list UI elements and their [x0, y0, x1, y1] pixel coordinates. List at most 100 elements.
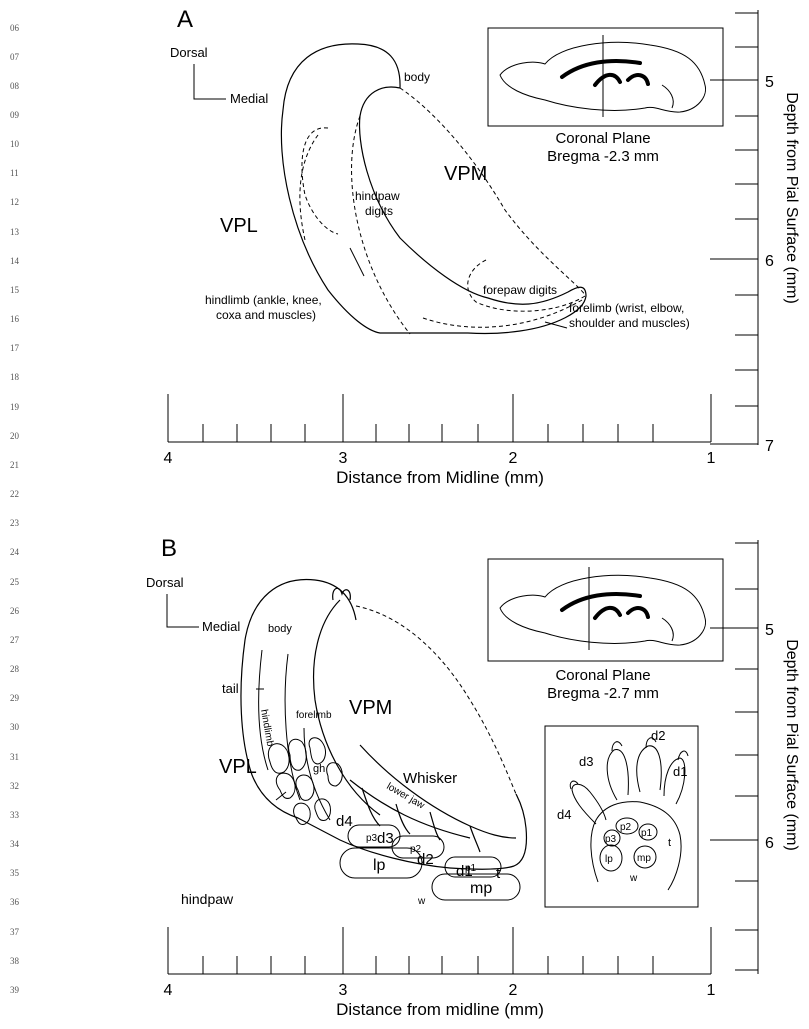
line-number: 37 — [10, 927, 20, 937]
paw-p3-label: p3 — [605, 834, 617, 845]
line-number: 27 — [10, 635, 20, 645]
hindpaw-digits-label-2: digits — [365, 204, 393, 218]
y-tick-a-5: 5 — [765, 74, 774, 91]
x-tick-a-1: 1 — [707, 450, 716, 467]
forepaw-digits-label: forepaw digits — [483, 283, 557, 297]
line-number: 14 — [10, 256, 20, 266]
forelimb-label: forelimb — [296, 710, 332, 721]
line-number: 17 — [10, 343, 20, 353]
hindpaw-digits-label-1: hindpaw — [355, 189, 400, 203]
inset-caption-2: Bregma -2.3 mm — [547, 148, 659, 165]
line-number: 12 — [10, 197, 19, 207]
y-tick-b-5: 5 — [765, 622, 774, 639]
line-number: 16 — [10, 314, 20, 324]
p3-label: p3 — [366, 833, 378, 844]
y-tick-a-7: 7 — [765, 438, 774, 455]
vpm-lateral-border — [400, 88, 586, 296]
line-number: 10 — [10, 139, 20, 149]
x-tick-b-4: 4 — [164, 982, 173, 999]
paw-d1-label: d1 — [673, 764, 687, 779]
vpm-label: VPM — [349, 697, 392, 719]
line-number: 23 — [10, 518, 20, 528]
whisker-border — [360, 745, 516, 838]
line-number: 20 — [10, 431, 20, 441]
y-axis-a — [710, 10, 758, 445]
hindpaw-digits-region — [302, 128, 338, 234]
paw-p2-label: p2 — [620, 822, 632, 833]
panel-b-letter: B — [161, 535, 177, 562]
vpl-label: VPL — [219, 756, 257, 778]
paw-lp-label: lp — [605, 854, 613, 865]
x-axis-a — [168, 394, 711, 442]
hindlimb-label-1: hindlimb (ankle, knee, — [205, 293, 322, 307]
line-number: 24 — [10, 547, 20, 557]
dorsal-label: Dorsal — [170, 45, 208, 60]
hindpaw-label: hindpaw — [181, 891, 234, 907]
line-number: 26 — [10, 606, 20, 616]
line-number: 33 — [10, 810, 20, 820]
line-number: 38 — [10, 956, 20, 966]
vpl-lateral-dash — [300, 135, 318, 240]
line-number: 39 — [10, 985, 20, 995]
line-number: 13 — [10, 227, 20, 237]
line-number: 28 — [10, 664, 20, 674]
sagittal-brain-icon — [500, 575, 706, 645]
forepaw-lower-border — [423, 300, 582, 327]
inset-caption-1: Coronal Plane — [555, 130, 650, 147]
line-number: 08 — [10, 81, 20, 91]
line-number: 35 — [10, 868, 20, 878]
line-number: 09 — [10, 110, 20, 120]
d3-label: d3 — [377, 830, 394, 847]
w-label: w — [417, 896, 426, 907]
panel-b: B Dorsal Medial — [146, 535, 800, 1019]
body-label: body — [404, 70, 430, 84]
tail-label: tail — [222, 681, 239, 696]
hindlimb-label-2: coxa and muscles) — [216, 308, 316, 322]
medial-label: Medial — [202, 619, 240, 634]
line-number: 15 — [10, 285, 20, 295]
vpm-label: VPM — [444, 163, 487, 185]
orientation-marker — [167, 594, 199, 627]
line-number: 07 — [10, 52, 20, 62]
x-tick-b-3: 3 — [339, 982, 348, 999]
panel-a: A Dorsal Medial body VPM VPL hindpaw dig… — [164, 6, 800, 487]
vpl-label: VPL — [220, 215, 258, 237]
x-axis-b — [168, 927, 711, 974]
mp-label: mp — [470, 880, 492, 897]
hindlimb-label: hindlimb — [258, 709, 275, 748]
y-axis-b — [710, 540, 758, 974]
gh-label: gh — [313, 763, 325, 775]
line-number: 32 — [10, 781, 19, 791]
inset-caption-1: Coronal Plane — [555, 667, 650, 684]
line-number: 06 — [10, 23, 20, 33]
body-label: body — [268, 623, 292, 635]
line-numbers: 06 07 08 09 10 11 12 13 14 15 16 17 18 1… — [10, 23, 20, 995]
y-tick-a-6: 6 — [765, 253, 774, 270]
paw-d2-label: d2 — [651, 728, 665, 743]
forelimb-label-1: forelimb (wrist, elbow, — [569, 301, 684, 315]
x-tick-a-4: 4 — [164, 450, 173, 467]
y-tick-b-6: 6 — [765, 835, 774, 852]
whisker-label: Whisker — [403, 770, 457, 787]
inset-caption-2: Bregma -2.7 mm — [547, 685, 659, 702]
forelimb-label-2: shoulder and muscles) — [569, 316, 690, 330]
dorsal-label: Dorsal — [146, 575, 184, 590]
p1-label: p1 — [465, 863, 477, 874]
paw-t-label: t — [668, 837, 671, 849]
p2-label: p2 — [410, 844, 422, 855]
line-number: 31 — [10, 752, 19, 762]
line-number: 29 — [10, 693, 20, 703]
y-axis-label-a: Depth from Pial Surface (mm) — [783, 92, 800, 304]
lower-jaw-border — [350, 780, 470, 838]
d4-d3-division — [362, 788, 380, 826]
line-number: 30 — [10, 722, 20, 732]
line-number: 11 — [10, 168, 19, 178]
paw-d3-label: d3 — [579, 754, 593, 769]
lp-label: lp — [373, 857, 386, 874]
hindlimb-leader — [350, 248, 364, 276]
d4-label: d4 — [336, 813, 353, 830]
line-number: 18 — [10, 372, 20, 382]
x-tick-a-3: 3 — [339, 450, 348, 467]
panel-a-letter: A — [177, 6, 193, 33]
